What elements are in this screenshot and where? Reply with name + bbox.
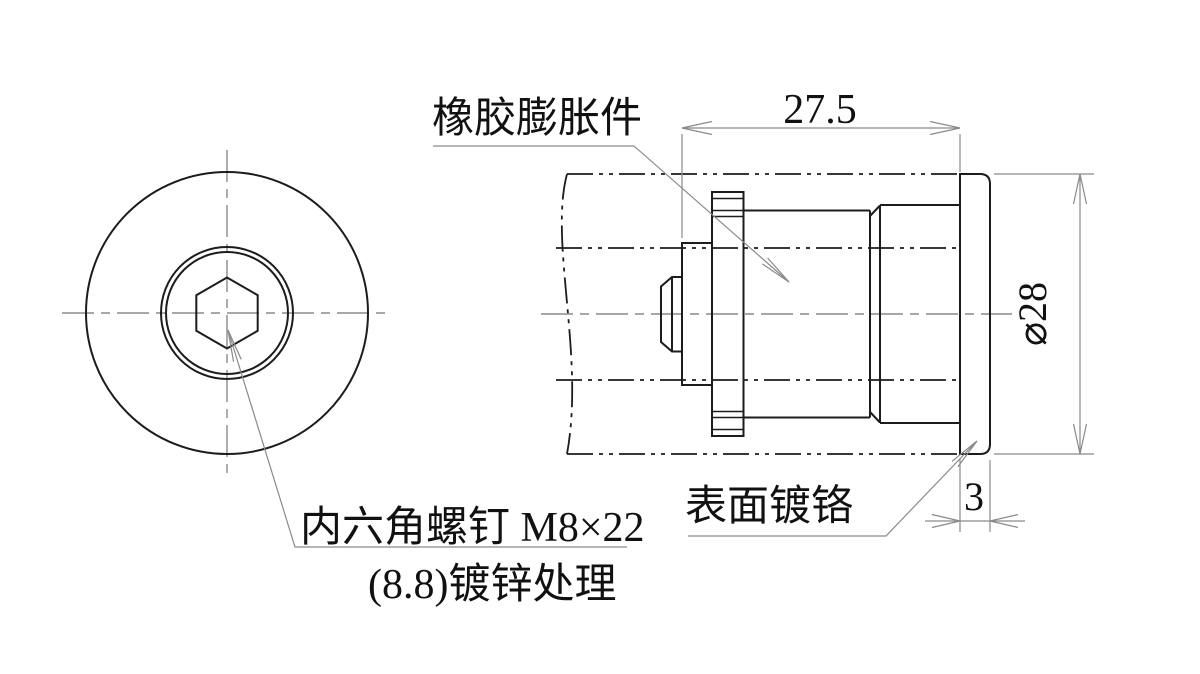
arrowhead-right xyxy=(929,120,961,136)
flange-body xyxy=(711,191,745,437)
leader-line xyxy=(433,145,790,283)
rear-section-profile xyxy=(879,204,960,424)
dimension-overall-length: 27.5 xyxy=(681,87,961,238)
screw-head-circle xyxy=(160,246,294,380)
hex-socket xyxy=(195,276,259,350)
leader-arrowhead xyxy=(761,257,790,283)
arrowhead-inward-right xyxy=(931,513,961,529)
leader-screw-spec: 内六角螺钉 M8×22 (8.8)镀锌处理 xyxy=(227,329,645,608)
side-view xyxy=(541,173,1012,455)
label-surface-finish: 表面镀铬 xyxy=(685,483,853,530)
leader-rubber-part: 橡胶膨胀件 xyxy=(432,95,790,283)
leader-arrowhead xyxy=(951,440,978,468)
flange-profile xyxy=(711,191,745,437)
dimension-text-overall-length: 27.5 xyxy=(783,87,857,133)
label-rubber-part: 橡胶膨胀件 xyxy=(432,95,642,142)
leader-surface-finish: 表面镀铬 xyxy=(685,440,978,537)
notch-chamfer-bottom xyxy=(869,411,881,424)
screw-head-chamfer-profile xyxy=(660,276,683,353)
end-cap-outer-circle xyxy=(85,171,369,455)
label-screw-finish: (8.8)镀锌处理 xyxy=(368,562,616,608)
arrowhead-top xyxy=(1072,173,1088,205)
arrowhead-left xyxy=(681,120,713,136)
arrowhead-bottom xyxy=(1072,423,1088,455)
leader-line xyxy=(688,440,978,537)
screw-head-chamfer-circle xyxy=(165,251,289,375)
front-view xyxy=(62,150,392,480)
end-cap-profile xyxy=(959,173,991,455)
dimension-text-diameter: ⌀28 xyxy=(1010,282,1055,346)
label-screw-spec: 内六角螺钉 M8×22 xyxy=(300,505,645,551)
rubber-sleeve-profile xyxy=(743,204,881,424)
arrowhead-inward-left xyxy=(989,513,1019,529)
dimension-diameter: ⌀28 xyxy=(994,173,1094,455)
notch-chamfer-top xyxy=(869,204,881,217)
screw-head-profile xyxy=(660,276,683,353)
dimension-cap-thickness: 3 xyxy=(925,458,1025,532)
leader-line xyxy=(227,329,627,548)
tube-phantom-outline xyxy=(556,173,960,455)
tube-break-line xyxy=(560,173,574,455)
leader-arrowhead xyxy=(227,329,242,362)
dimension-text-cap-thickness: 3 xyxy=(964,474,984,519)
